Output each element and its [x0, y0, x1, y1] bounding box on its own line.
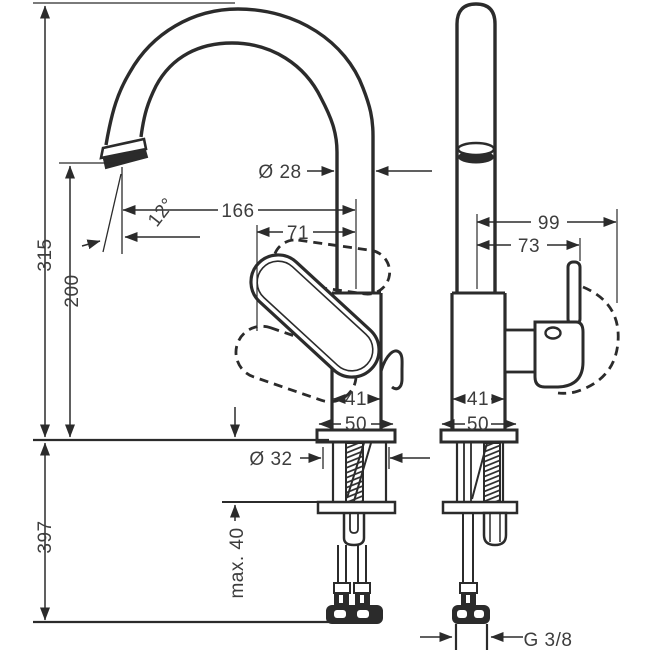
angle-ref-tilted [102, 173, 122, 253]
handle-blade [566, 260, 582, 326]
elbow-fitting-side [452, 605, 490, 624]
label-below-deck-depth: 397 [35, 520, 56, 553]
label-spout-diameter: Ø 28 [258, 162, 301, 183]
hose-nut-a [333, 582, 351, 594]
hose-cross-side [471, 442, 488, 500]
handle-lever [249, 253, 381, 379]
label-spout-height: 200 [62, 274, 83, 307]
handle-swing-dashed [557, 285, 620, 395]
label-thread-size: G 3/8 [524, 630, 573, 650]
label-spout-angle: 12° [144, 194, 179, 231]
label-body-width-front: 41 [345, 389, 367, 410]
label-base-width-front: 50 [345, 414, 367, 435]
label-base-width-side: 50 [467, 414, 489, 435]
spout-inner-edge [139, 41, 339, 292]
fork-slot [349, 513, 359, 534]
elbow-side-slot-1 [457, 610, 467, 618]
tube-side [455, 2, 497, 293]
elbow-slot-1 [334, 610, 346, 618]
label-handle-to-spout: 71 [287, 223, 309, 244]
pull-rod-hook [379, 349, 404, 391]
below-deck-side [439, 428, 519, 650]
hose-nut-b [353, 582, 371, 594]
handle-side [503, 260, 620, 395]
pivot-screw [544, 326, 562, 340]
dimension-labels: 315 200 12° 166 71 Ø 28 99 73 41 50 41 5… [35, 162, 572, 650]
label-total-height: 315 [35, 238, 56, 271]
side-view [439, 2, 620, 650]
mounting-plate-front [316, 500, 397, 515]
fork-outer [342, 513, 366, 547]
outlet-ring [456, 141, 496, 157]
label-body-width-side: 41 [467, 389, 489, 410]
mounting-plate-side [441, 500, 519, 515]
hose-side-slit [466, 595, 470, 603]
spout-outer-edge [104, 7, 375, 292]
label-spout-reach: 166 [221, 201, 254, 222]
cartridge-block [482, 511, 508, 547]
handle-base-block [533, 320, 585, 389]
dim-12-arrow-tilted [81, 239, 101, 250]
hose-end-slit-b [360, 595, 364, 603]
hose-end-slit-a [339, 595, 343, 603]
spout-front [99, 7, 375, 292]
handle-lever-rim [256, 260, 374, 372]
hose-side-nut [459, 582, 478, 594]
spout-side [455, 2, 497, 293]
label-max-deck-thickness: max. 40 [227, 527, 248, 598]
hose-cross-2 [353, 442, 372, 502]
label-hole-diameter: Ø 32 [249, 449, 292, 470]
nozzle-cap [99, 137, 148, 160]
handle-dashed-upper [271, 238, 392, 296]
handle-front [249, 253, 404, 391]
base-flange-side [439, 428, 519, 444]
label-handle-depth: 73 [518, 236, 540, 257]
below-deck-front [315, 428, 397, 624]
braided-hose-side [483, 442, 501, 503]
elbow-fitting-front [326, 605, 383, 624]
handle-arm [503, 328, 539, 374]
elbow-side-slot-2 [474, 610, 484, 618]
label-handle-reach: 99 [538, 213, 560, 234]
dimension-lines [33, 2, 618, 642]
hose-cross-1 [346, 442, 365, 499]
elbow-slot-2 [357, 610, 369, 618]
front-view [99, 7, 404, 624]
